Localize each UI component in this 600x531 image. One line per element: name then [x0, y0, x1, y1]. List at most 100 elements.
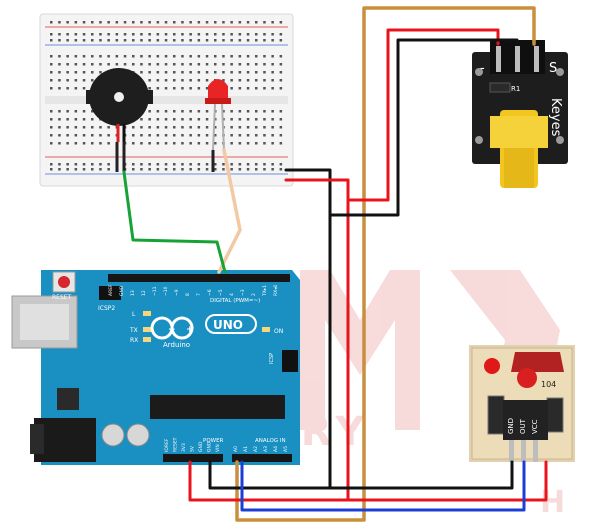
- pin-label: RX◂0: [273, 285, 279, 296]
- breadboard-hole: [99, 33, 102, 36]
- breadboard-hole: [255, 71, 258, 74]
- breadboard-hole: [140, 118, 143, 121]
- breadboard: [39, 13, 294, 187]
- breadboard-hole: [189, 126, 192, 129]
- breadboard-hole: [263, 71, 266, 74]
- breadboard-hole: [50, 134, 53, 137]
- breadboard-hole: [279, 21, 283, 24]
- breadboard-hole: [263, 87, 266, 90]
- wire-peach: [217, 148, 242, 274]
- breadboard-hole: [255, 87, 258, 90]
- breadboard-hole: [173, 163, 176, 166]
- breadboard-hole: [82, 71, 86, 74]
- breadboard-hole: [74, 110, 78, 113]
- breadboard-hole: [132, 168, 135, 171]
- breadboard-hole: [58, 55, 61, 58]
- breadboard-hole: [173, 33, 176, 36]
- breadboard-hole: [197, 71, 201, 74]
- breadboard-hole: [99, 39, 102, 42]
- breadboard-hole: [263, 21, 266, 24]
- breadboard-hole: [238, 71, 242, 74]
- breadboard-hole: [205, 63, 209, 66]
- breadboard-hole: [140, 142, 143, 145]
- breadboard-hole: [132, 63, 135, 66]
- breadboard-hole: [58, 39, 61, 42]
- breadboard-hole: [74, 21, 78, 24]
- breadboard-hole: [205, 55, 209, 58]
- breadboard-hole: [197, 118, 201, 121]
- breadboard-hole: [205, 87, 209, 90]
- breadboard-hole: [205, 134, 209, 137]
- breadboard-hole: [279, 110, 283, 113]
- laser-code-label: 104: [541, 380, 556, 389]
- pin-label: A5: [283, 446, 289, 452]
- breadboard-hole: [123, 63, 127, 66]
- breadboard-hole: [271, 110, 274, 113]
- breadboard-hole: [156, 142, 160, 145]
- breadboard-hole: [197, 33, 201, 36]
- breadboard-hole: [123, 55, 127, 58]
- breadboard-hole: [50, 142, 53, 145]
- photoresistor: [511, 352, 564, 372]
- breadboard-hole: [156, 168, 160, 171]
- breadboard-hole: [99, 168, 102, 171]
- breadboard-hole: [58, 79, 61, 82]
- breadboard-hole: [189, 142, 192, 145]
- breadboard-hole: [271, 21, 274, 24]
- breadboard-hole: [74, 163, 78, 166]
- breadboard-hole: [156, 134, 160, 137]
- breadboard-hole: [74, 63, 78, 66]
- breadboard-hole: [91, 63, 94, 66]
- breadboard-hole: [140, 63, 143, 66]
- breadboard-hole: [50, 71, 53, 74]
- icsp-label: ICSP: [269, 353, 275, 364]
- wire-black-laser: [328, 460, 514, 490]
- breadboard-hole: [255, 163, 258, 166]
- breadboard-hole: [189, 110, 192, 113]
- breadboard-hole: [91, 168, 94, 171]
- breadboard-hole: [181, 142, 184, 145]
- breadboard-hole: [115, 21, 119, 24]
- breadboard-hole: [107, 33, 110, 36]
- breadboard-hole: [205, 21, 209, 24]
- breadboard-hole: [246, 163, 250, 166]
- breadboard-hole: [279, 163, 283, 166]
- led-on: [262, 327, 270, 332]
- breadboard-hole: [148, 110, 151, 113]
- breadboard-hole: [214, 55, 217, 58]
- breadboard-hole: [263, 79, 266, 82]
- breadboard-hole: [156, 110, 160, 113]
- breadboard-hole: [58, 163, 61, 166]
- breadboard-hole: [181, 71, 184, 74]
- breadboard-hole: [164, 55, 168, 58]
- pin-label: TX▸1: [262, 285, 268, 297]
- breadboard-hole: [58, 118, 61, 121]
- breadboard-hole: [230, 110, 233, 113]
- breadboard-hole: [181, 63, 184, 66]
- breadboard-hole: [66, 134, 69, 137]
- breadboard-hole: [140, 168, 143, 171]
- pin-label: GND: [207, 441, 213, 452]
- breadboard-hole: [156, 55, 160, 58]
- breadboard-hole: [279, 168, 283, 171]
- breadboard-hole: [197, 63, 201, 66]
- breadboard-hole: [279, 134, 283, 137]
- uno-badge: [205, 314, 257, 334]
- laser-pin-header: [503, 400, 548, 440]
- breadboard-hole: [50, 39, 53, 42]
- breadboard-hole: [263, 142, 266, 145]
- breadboard-hole: [132, 39, 135, 42]
- breadboard-hole: [156, 163, 160, 166]
- breadboard-hole: [279, 142, 283, 145]
- breadboard-hole: [115, 63, 119, 66]
- breadboard-hole: [230, 168, 233, 171]
- breadboard-hole: [238, 168, 242, 171]
- breadboard-hole: [189, 63, 192, 66]
- breadboard-hole: [156, 21, 160, 24]
- breadboard-hole: [132, 55, 135, 58]
- breadboard-hole: [197, 134, 201, 137]
- breadboard-hole: [222, 55, 225, 58]
- breadboard-hole: [107, 134, 110, 137]
- wire-green: [122, 170, 227, 274]
